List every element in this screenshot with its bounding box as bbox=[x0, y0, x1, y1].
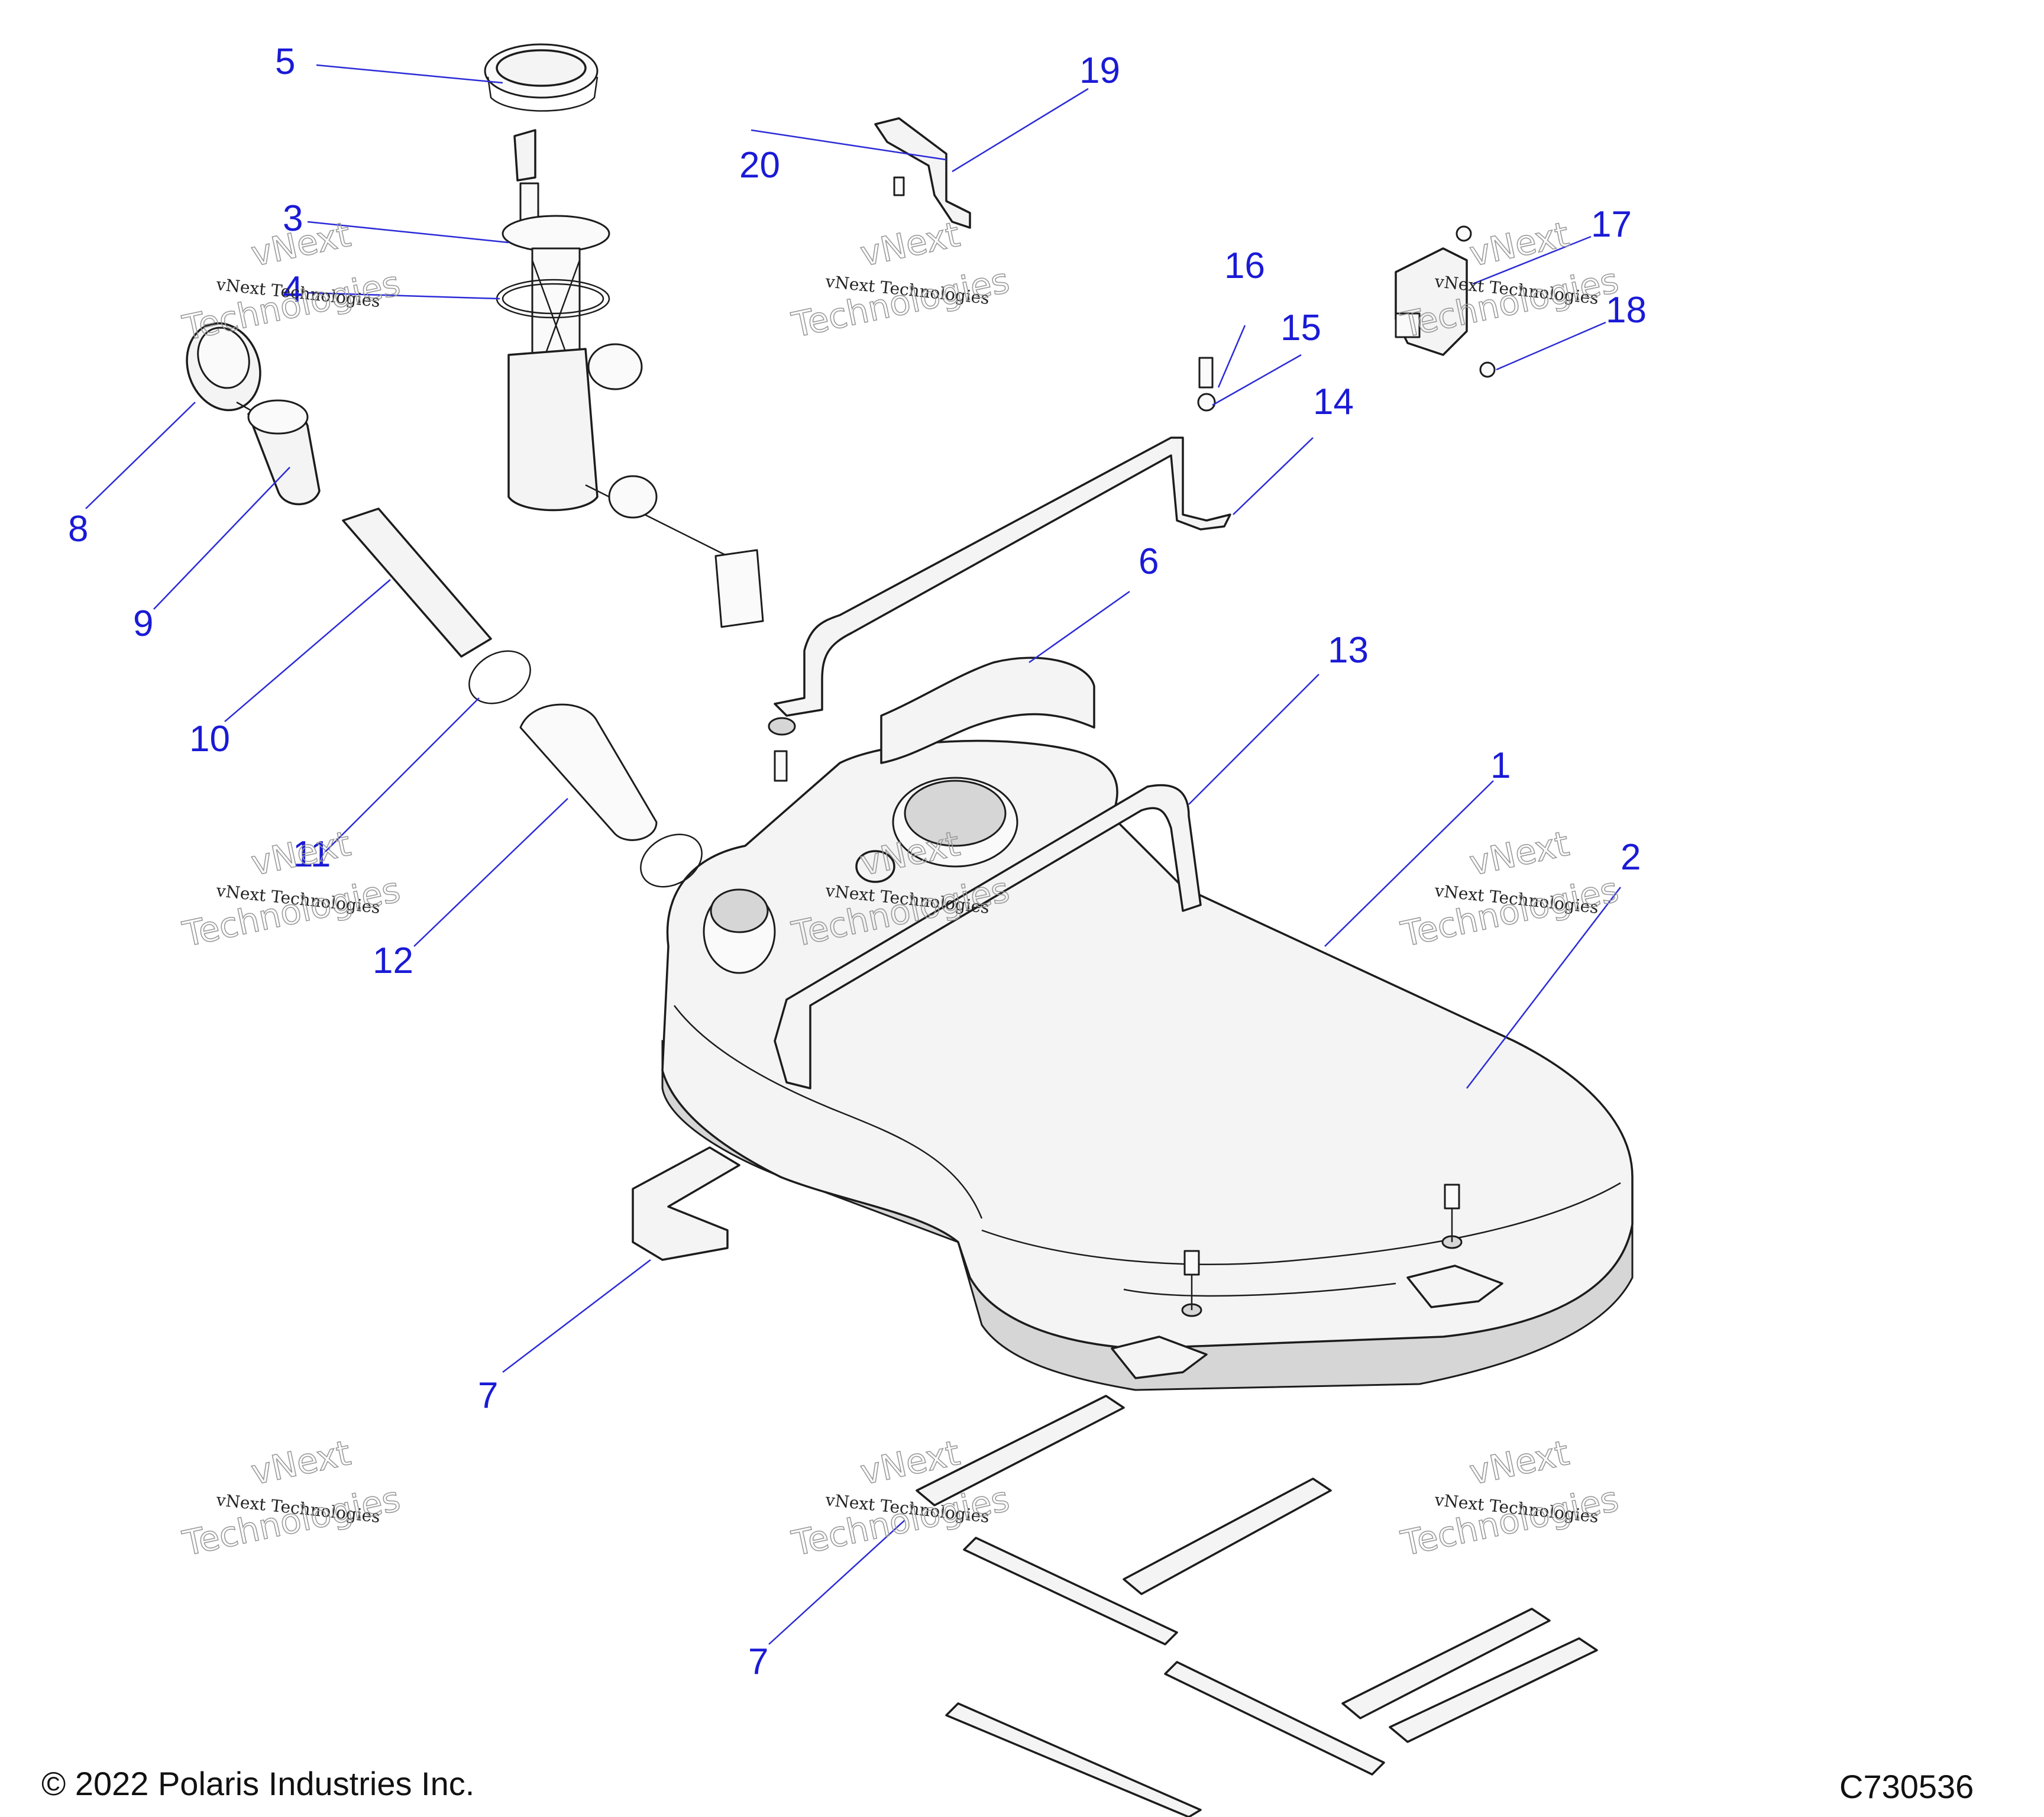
lock-ring-5 bbox=[484, 43, 599, 112]
fuel-tank bbox=[661, 739, 1634, 1391]
callout-1: 1 bbox=[1490, 745, 1511, 786]
diagram-code: C730536 bbox=[1839, 1768, 1974, 1805]
fuel-pump-3 bbox=[502, 129, 764, 628]
filler-tube-10 bbox=[342, 507, 492, 658]
copyright-text: © 2022 Polaris Industries Inc. bbox=[41, 1765, 474, 1802]
leader-lines bbox=[85, 64, 1621, 1645]
watermark: vNext vNext Technologies Technologies bbox=[179, 823, 404, 955]
tank-strap-13 bbox=[774, 784, 1202, 1089]
watermark: vNext vNext Technologies Technologies bbox=[788, 214, 1013, 346]
callout-9: 9 bbox=[133, 603, 153, 644]
svg-text:Technologies: Technologies bbox=[1398, 1479, 1622, 1564]
callout-18: 18 bbox=[1606, 290, 1647, 331]
callout-labels: 5 3 4 8 9 10 11 12 20 19 6 13 1 2 16 15 … bbox=[68, 41, 1647, 1682]
pads-7 bbox=[916, 1395, 1598, 1817]
bracket-strap-14 bbox=[768, 357, 1231, 782]
callout-17: 17 bbox=[1591, 204, 1632, 245]
callout-7-upper: 7 bbox=[478, 1375, 498, 1416]
callout-8: 8 bbox=[68, 509, 88, 549]
callout-16: 16 bbox=[1224, 245, 1265, 286]
bracket-19 bbox=[874, 117, 971, 229]
callout-2: 2 bbox=[1621, 837, 1641, 878]
fuel-cap-8 bbox=[186, 322, 279, 427]
callout-10: 10 bbox=[189, 719, 230, 759]
callout-4: 4 bbox=[283, 269, 303, 310]
svg-text:vNext: vNext bbox=[1466, 823, 1573, 884]
callout-13: 13 bbox=[1328, 630, 1369, 671]
watermark: vNext vNext Technologies Technologies bbox=[179, 1432, 404, 1564]
watermark: vNext vNext Technologies Technologies bbox=[1397, 823, 1622, 955]
callout-6: 6 bbox=[1139, 541, 1159, 582]
svg-text:Technologies: Technologies bbox=[179, 869, 404, 955]
pad-7-bracket bbox=[632, 1146, 740, 1261]
heat-shield-6 bbox=[880, 657, 1095, 764]
callout-15: 15 bbox=[1280, 308, 1321, 348]
svg-text:Technologies: Technologies bbox=[788, 260, 1013, 345]
svg-text:vNext: vNext bbox=[248, 214, 354, 274]
hose-clamp-11 bbox=[468, 650, 703, 888]
sensor-17 bbox=[1395, 225, 1496, 378]
svg-text:vNext: vNext bbox=[248, 1433, 354, 1493]
callout-11: 11 bbox=[293, 834, 331, 875]
callout-3: 3 bbox=[283, 198, 303, 239]
callout-7-lower: 7 bbox=[748, 1641, 768, 1682]
svg-text:Technologies: Technologies bbox=[179, 1479, 404, 1564]
svg-text:Technologies: Technologies bbox=[1398, 869, 1622, 955]
callout-14: 14 bbox=[1313, 381, 1354, 422]
watermark: vNext vNext Technologies Technologies bbox=[1397, 1432, 1622, 1564]
svg-text:vNext: vNext bbox=[857, 214, 963, 274]
callout-19: 19 bbox=[1079, 50, 1120, 91]
callout-12: 12 bbox=[373, 940, 413, 981]
callout-20: 20 bbox=[739, 145, 780, 186]
callout-5: 5 bbox=[275, 41, 295, 82]
hose-12 bbox=[519, 703, 658, 841]
svg-text:vNext: vNext bbox=[1466, 1433, 1573, 1493]
filler-neck-9 bbox=[247, 399, 321, 506]
